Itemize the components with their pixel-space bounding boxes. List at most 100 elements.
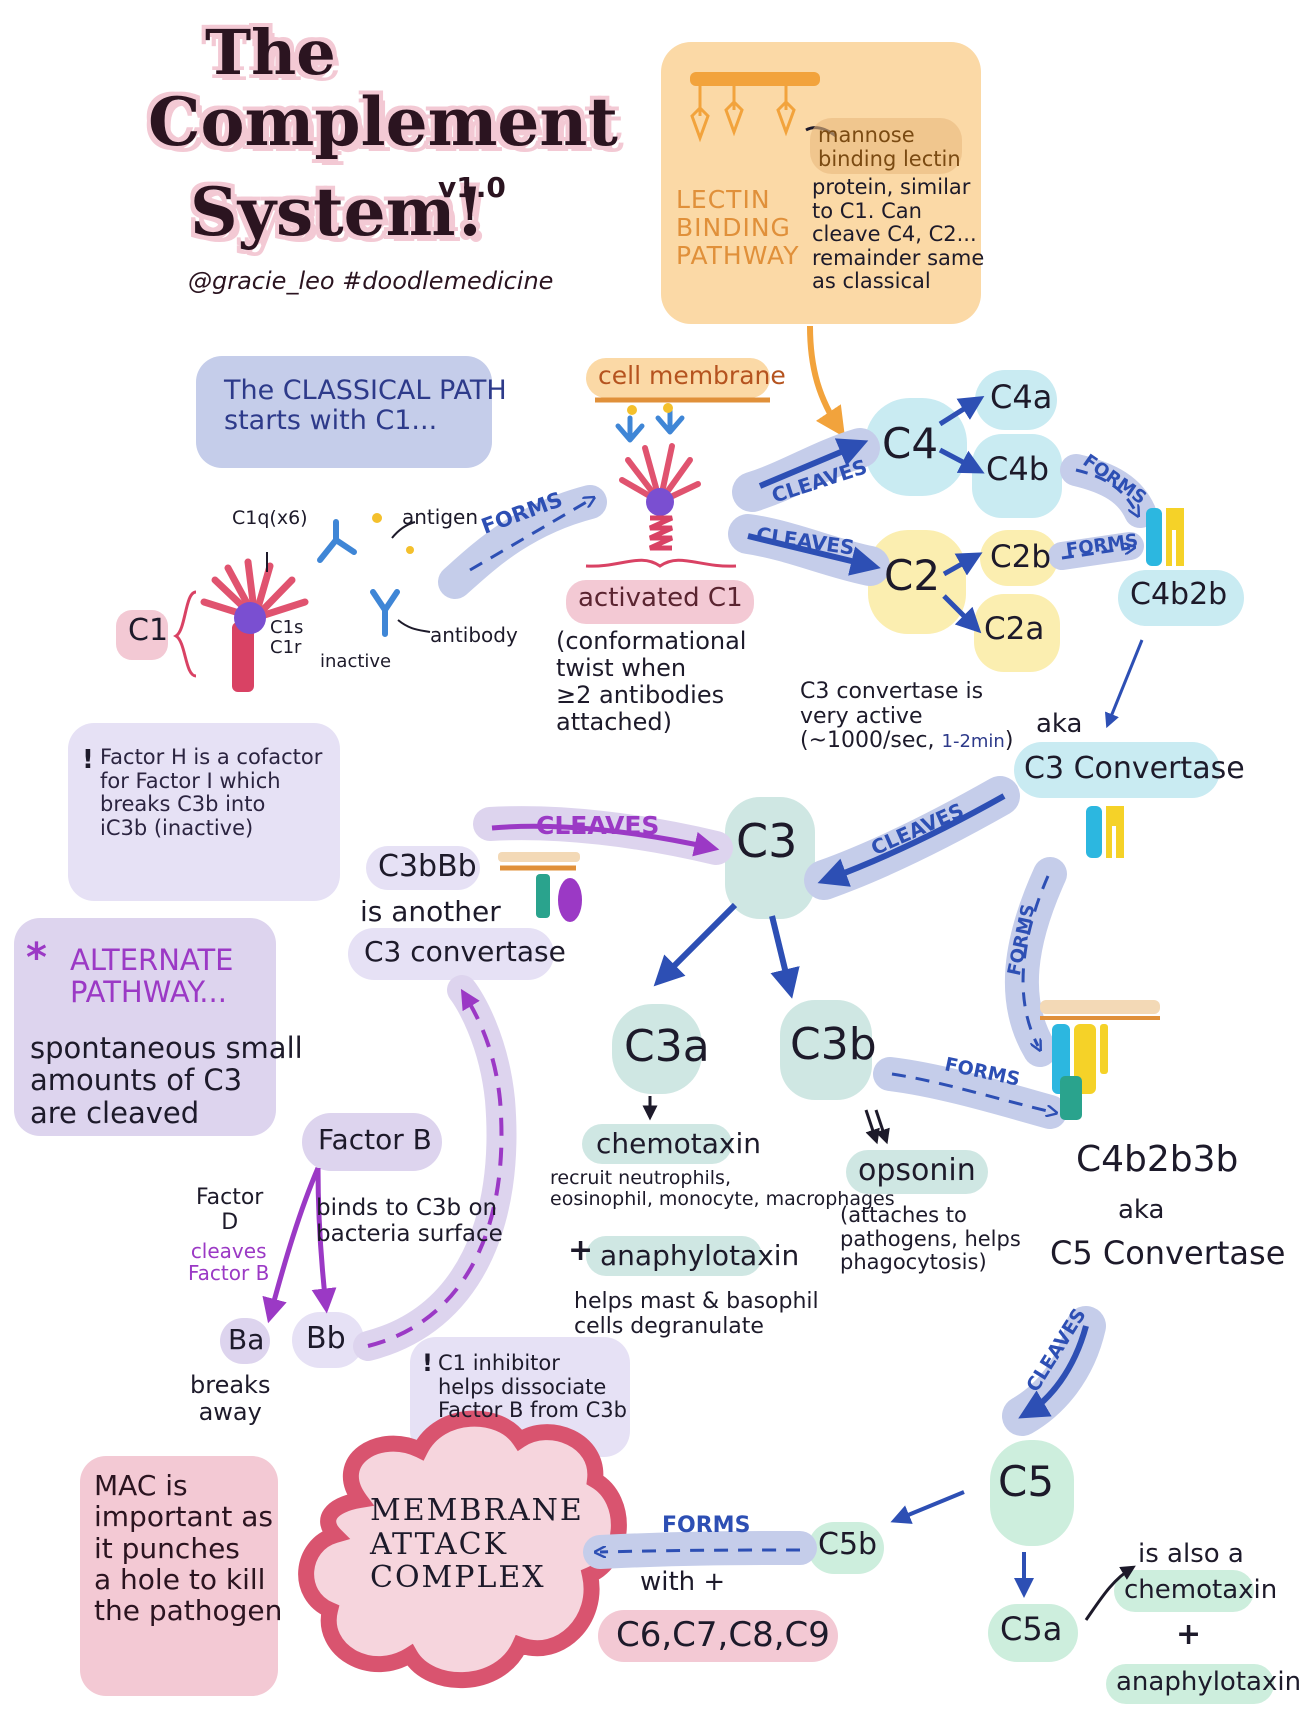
another-line2: C3 convertase [364, 935, 566, 968]
title-line1: The [205, 16, 336, 89]
lectin-description: protein, similar to C1. Can cleave C4, C… [812, 175, 985, 294]
alternate-desc: spontaneous small amounts of C3 are clea… [30, 1031, 303, 1130]
opsonin-desc: (attaches to pathogens, helps phagocytos… [840, 1203, 1021, 1275]
opsonin-label: opsonin [858, 1153, 976, 1188]
c6c9-bubble [598, 1610, 838, 1662]
c2-label: C2 [884, 551, 941, 600]
antibody-label: antibody [430, 623, 518, 647]
c1-inhibitor-note: C1 inhibitor helps dissociate Factor B f… [438, 1351, 627, 1423]
c4-label: C4 [882, 419, 939, 468]
c2a-bubble [974, 594, 1060, 672]
factor-b-label: Factor B [318, 1123, 432, 1156]
inactive-label: inactive [320, 651, 392, 672]
activated-c1-note: (conformational twist when ≥2 antibodies… [556, 627, 747, 736]
c1-label-bubble [116, 610, 168, 660]
c3b-label: C3b [790, 1019, 877, 1070]
c3-bubble [725, 797, 815, 919]
c5-convertase-aka: aka [1118, 1195, 1165, 1225]
title-line3: System! [190, 173, 485, 251]
c4b2b-label: C4b2b [1130, 577, 1228, 612]
factor-d-label: Factor D [196, 1185, 264, 1235]
bb-bubble [292, 1312, 364, 1368]
lectin-box [661, 42, 981, 324]
mac-cloud [298, 1410, 627, 1689]
activated-c1-bubble [566, 580, 754, 624]
anaphylotaxin-label: anaphylotaxin [600, 1239, 800, 1272]
alternate-title: ALTERNATE PATHWAY... [70, 943, 234, 1010]
c3-convertase-bubble [1014, 742, 1220, 798]
lectin-mbl-label: mannose binding lectin [818, 123, 961, 171]
c5-bubble [990, 1440, 1074, 1546]
version-label: v1.0 [438, 171, 506, 204]
c4-bubble [865, 398, 967, 496]
alternate-box [14, 918, 276, 1136]
c2b-bubble [980, 530, 1058, 586]
c5a-anaphylotaxin-bubble [1106, 1664, 1274, 1704]
forms-c5b-label: FORMS [662, 1513, 751, 1538]
c1-label: C1 [128, 613, 169, 648]
ba-label: Ba [228, 1323, 265, 1356]
c1-inhibitor-bang: ! [422, 1349, 433, 1377]
antigen-label: antigen [402, 505, 479, 529]
c4a-label: C4a [990, 378, 1053, 416]
c5a-chemotaxin: chemotaxin [1124, 1575, 1278, 1605]
c3-convertase-label: C3 Convertase [1024, 751, 1245, 786]
c5a-bubble [988, 1604, 1078, 1662]
activated-c1-label: activated C1 [578, 583, 743, 613]
c3a-bubble [612, 1004, 702, 1094]
anaphylotaxin-bubble [586, 1236, 762, 1276]
c3-label: C3 [736, 814, 798, 868]
c3-convertase-alt-bubble [348, 928, 554, 980]
chemotaxin-label: chemotaxin [596, 1127, 762, 1160]
classical-intro: The CLASSICAL PATH starts with C1... [224, 375, 507, 437]
another-line1: is another [360, 895, 501, 928]
ba-bubble [220, 1318, 270, 1364]
author-handles: @gracie_leo #doodlemedicine [188, 267, 554, 295]
cell-membrane-label: cell membrane [598, 361, 786, 390]
opsonin-bubble [846, 1150, 988, 1194]
with-plus-label: with + [640, 1567, 726, 1597]
mac-note-box [80, 1456, 278, 1696]
c5a-anaphylotaxin: anaphylotaxin [1116, 1667, 1302, 1697]
c3bbb-bubble [366, 846, 480, 890]
c5b-bubble [808, 1522, 884, 1574]
factor-h-box [68, 723, 340, 901]
c4b2b-bubble [1118, 570, 1244, 626]
plus-c3a: + [568, 1233, 594, 1268]
c1q-label: C1q(x6) [232, 507, 308, 529]
activity-time: 1-2min [941, 731, 1005, 753]
factor-b-bubble [302, 1113, 442, 1171]
c5a-label: C5a [1000, 1610, 1063, 1648]
c1s-c1r-label: C1s C1r [270, 617, 304, 659]
c4b-bubble [972, 434, 1062, 518]
c6-c9-label: C6,C7,C8,C9 [616, 1615, 830, 1655]
breaks-away-label: breaks away [190, 1371, 271, 1426]
c1-molecule [200, 558, 309, 692]
activity-note: C3 convertase is very active (~1000/sec, [800, 679, 984, 754]
c3-convertase-aka: aka [1036, 709, 1083, 739]
factor-h-note: Factor H is a cofactor for Factor I whic… [100, 745, 323, 840]
alternate-asterisk: * [26, 935, 47, 981]
c4a-bubble [975, 370, 1057, 430]
chemotaxin-bubble [582, 1124, 732, 1164]
c2b-label: C2b [990, 539, 1052, 575]
c4b2b3b-label: C4b2b3b [1076, 1139, 1239, 1180]
c5b-label: C5b [818, 1527, 878, 1562]
cell-membrane-bubble [586, 358, 770, 398]
anaphylotaxin-desc: helps mast & basophil cells degranulate [574, 1289, 819, 1339]
chemotaxin-desc: recruit neutrophils, eosinophil, monocyt… [550, 1167, 895, 1211]
c5-label: C5 [998, 1457, 1055, 1506]
mac-title: MEMBRANE ATTACK COMPLEX [370, 1493, 584, 1596]
c5-convertase-label: C5 Convertase [1050, 1234, 1286, 1272]
activated-c1-molecule [585, 403, 737, 568]
lectin-title: LECTIN BINDING PATHWAY [676, 185, 800, 270]
c5a-plus: + [1176, 1617, 1202, 1652]
c2a-label: C2a [984, 611, 1045, 647]
activity-close: ) [1004, 728, 1014, 754]
classical-intro-box [196, 356, 492, 468]
cleaves-factor-b-label: cleaves Factor B [188, 1239, 270, 1286]
c3a-label: C3a [624, 1021, 710, 1072]
c3b-bubble [780, 1000, 872, 1100]
title-line2: Complement [148, 83, 618, 161]
